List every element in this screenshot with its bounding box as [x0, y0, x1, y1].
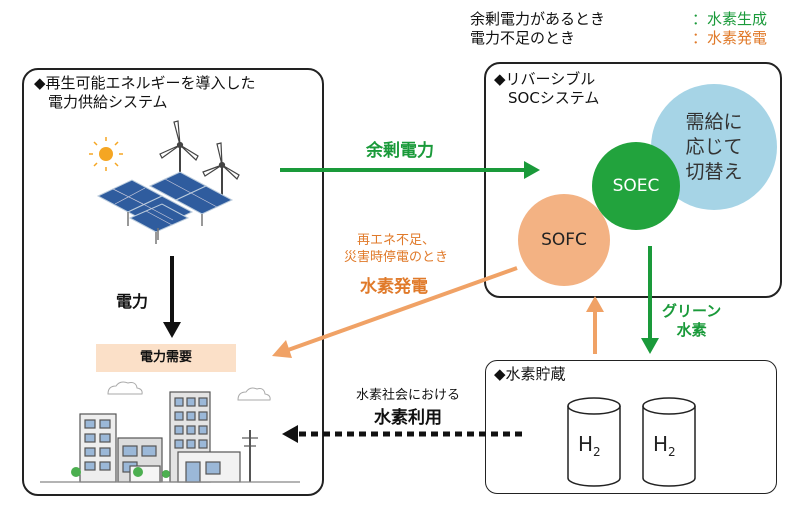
city-buildings-icon — [40, 391, 300, 483]
surplus-power-arrow — [280, 161, 540, 179]
society-label-line1: 水素社会における — [355, 388, 460, 403]
legend-shortage-label: 電力不足のとき — [470, 29, 576, 47]
tank2-h: H — [653, 432, 669, 456]
switch-line3: 切替え — [685, 160, 743, 183]
shortage-label: 再エネ不足、 災害時停電のとき — [326, 232, 466, 266]
legend-shortage-value: ：水素発電 — [692, 29, 768, 47]
power-label: 電力 — [116, 292, 149, 311]
shortage-line2: 災害時停電のとき — [343, 250, 448, 265]
legend-surplus-value: ：水素生成 — [692, 10, 768, 28]
power-demand-box — [96, 344, 236, 372]
sofc-circle: SOFC — [518, 194, 610, 286]
power-supply-title-line1: ◆再生可能エネルギーを導入した — [34, 74, 256, 92]
legend-surplus-label: 余剰電力があるとき — [470, 10, 606, 28]
tank1-h: H — [578, 432, 594, 456]
legend: 余剰電力があるとき ：水素生成 電力不足のとき ：水素発電 — [470, 10, 790, 48]
power-supply-title-line2: 電力供給システム — [48, 93, 168, 111]
green-hydrogen-label: グリーン 水素 — [662, 302, 721, 340]
soec-label: SOEC — [612, 176, 660, 196]
soc-title-line1: ◆リバーシブル — [494, 70, 596, 88]
power-demand-label: 電力需要 — [139, 350, 192, 365]
sofc-label: SOFC — [541, 230, 587, 250]
tank1-sub: 2 — [593, 445, 601, 459]
power-arrow — [163, 256, 181, 338]
hydrogen-power-arrow — [272, 266, 518, 358]
tank1-label: H2 — [578, 432, 601, 459]
switch-line1: 需給に — [685, 110, 743, 133]
hydrogen-tank-icon — [567, 397, 696, 487]
sun-icon — [89, 137, 123, 171]
green-line1: グリーン — [662, 302, 722, 320]
surplus-power-label: 余剰電力 — [366, 141, 434, 161]
hydrogen-storage-box: ◆水素貯蔵 — [485, 360, 777, 494]
storage-up-arrow — [586, 296, 604, 354]
green-hydrogen-arrow — [641, 246, 659, 354]
tank2-sub: 2 — [668, 445, 676, 459]
soec-circle: SOEC — [592, 142, 680, 230]
hydrogen-power-label: 水素発電 — [360, 277, 428, 297]
switch-line2: 応じて — [685, 135, 743, 158]
soc-title-line2: SOCシステム — [508, 89, 600, 107]
hydrogen-use-arrow — [282, 425, 522, 443]
solar-panel-icon — [96, 171, 234, 244]
green-line2: 水素 — [676, 321, 707, 339]
cloud-icon — [107, 381, 271, 401]
society-label-line2: 水素利用 — [374, 408, 442, 428]
tank2-label: H2 — [653, 432, 676, 459]
shortage-line1: 再エネ不足、 — [356, 233, 435, 248]
storage-title: ◆水素貯蔵 — [494, 365, 566, 383]
